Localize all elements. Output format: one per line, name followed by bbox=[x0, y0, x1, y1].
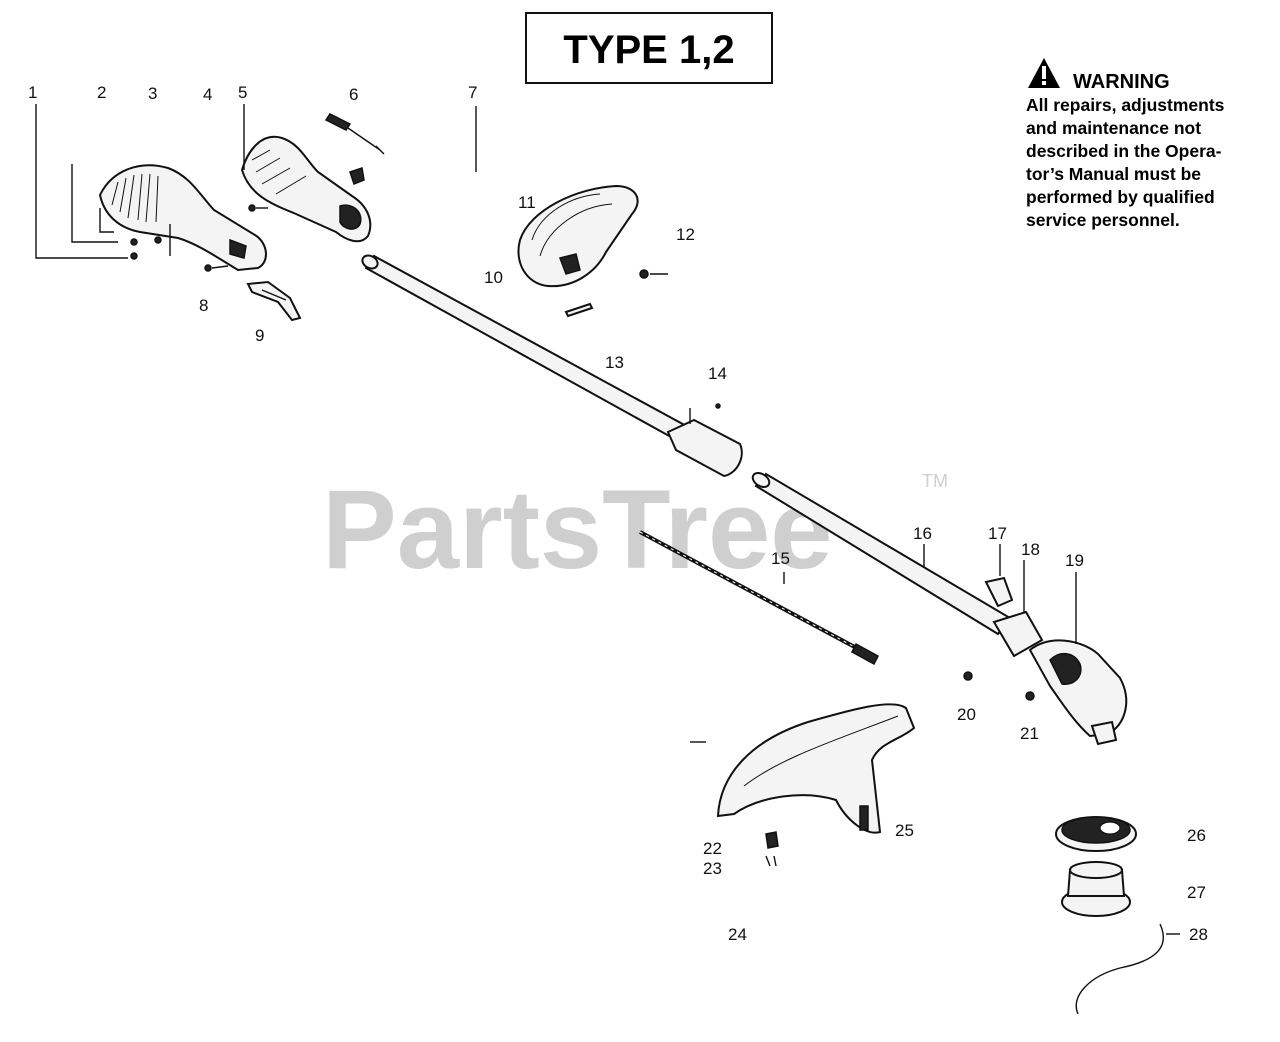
part-label: 18 bbox=[1021, 540, 1040, 559]
warning-line-6: service personnel. bbox=[1026, 210, 1180, 230]
ignition-lead bbox=[324, 113, 385, 185]
part-label: 24 bbox=[728, 925, 747, 944]
part-label: 13 bbox=[605, 353, 624, 372]
throttle-handle-assembly bbox=[35, 104, 267, 272]
part-label: 12 bbox=[676, 225, 695, 244]
warning-line-3: described in the Opera- bbox=[1026, 141, 1222, 161]
part-label: 27 bbox=[1187, 883, 1206, 902]
upper-shaft-tube bbox=[361, 254, 743, 478]
watermark-trademark: TM bbox=[922, 471, 948, 491]
part-number-labels: 1 2 3 4 5 6 7 8 9 10 11 12 13 14 15 16 1… bbox=[28, 83, 1208, 944]
watermark: PartsTree TM bbox=[322, 467, 948, 592]
warning-line-2: and maintenance not bbox=[1026, 118, 1201, 138]
warning-line-4: tor’s Manual must be bbox=[1026, 164, 1201, 184]
part-label: 22 bbox=[703, 839, 722, 858]
watermark-text: PartsTree bbox=[322, 467, 833, 592]
part-label: 7 bbox=[468, 83, 477, 102]
part-label: 17 bbox=[988, 524, 1007, 543]
part-label: 28 bbox=[1189, 925, 1208, 944]
part-label: 8 bbox=[199, 296, 208, 315]
part-label: 2 bbox=[97, 83, 106, 102]
flexible-drive-shaft bbox=[639, 530, 879, 666]
trimmer-head bbox=[1055, 816, 1137, 917]
part-label: 26 bbox=[1187, 826, 1206, 845]
loop-handle bbox=[475, 106, 668, 318]
part-label: 6 bbox=[349, 85, 358, 104]
warning-line-1: All repairs, adjustments bbox=[1026, 95, 1225, 115]
part-label: 5 bbox=[238, 83, 247, 102]
type-title-box: TYPE 1,2 bbox=[525, 12, 773, 84]
part-label: 25 bbox=[895, 821, 914, 840]
part-label: 19 bbox=[1065, 551, 1084, 570]
warning-block: WARNING All repairs, adjustments and mai… bbox=[1026, 58, 1225, 230]
trimmer-line bbox=[1075, 923, 1180, 1015]
part-label: 3 bbox=[148, 84, 157, 103]
part-label: 4 bbox=[203, 85, 212, 104]
warning-triangle-icon bbox=[1028, 58, 1060, 88]
part-label: 9 bbox=[255, 326, 264, 345]
part-label: 10 bbox=[484, 268, 503, 287]
part-label: 16 bbox=[913, 524, 932, 543]
part-label: 20 bbox=[957, 705, 976, 724]
trimmer-guard bbox=[690, 703, 916, 867]
warning-heading: WARNING bbox=[1073, 71, 1170, 93]
part-label: 14 bbox=[708, 364, 727, 383]
part-label: 1 bbox=[28, 83, 37, 102]
part-label: 11 bbox=[518, 193, 536, 212]
gear-head bbox=[963, 572, 1128, 746]
shaft-clamp bbox=[984, 544, 1044, 658]
engine-housing bbox=[240, 104, 372, 243]
warning-line-5: performed by qualified bbox=[1026, 187, 1215, 207]
throttle-trigger bbox=[204, 264, 302, 322]
part-label: 23 bbox=[703, 859, 722, 878]
part-label: 15 bbox=[771, 549, 790, 568]
type-title: TYPE 1,2 bbox=[563, 28, 734, 72]
part-label: 21 bbox=[1020, 724, 1039, 743]
